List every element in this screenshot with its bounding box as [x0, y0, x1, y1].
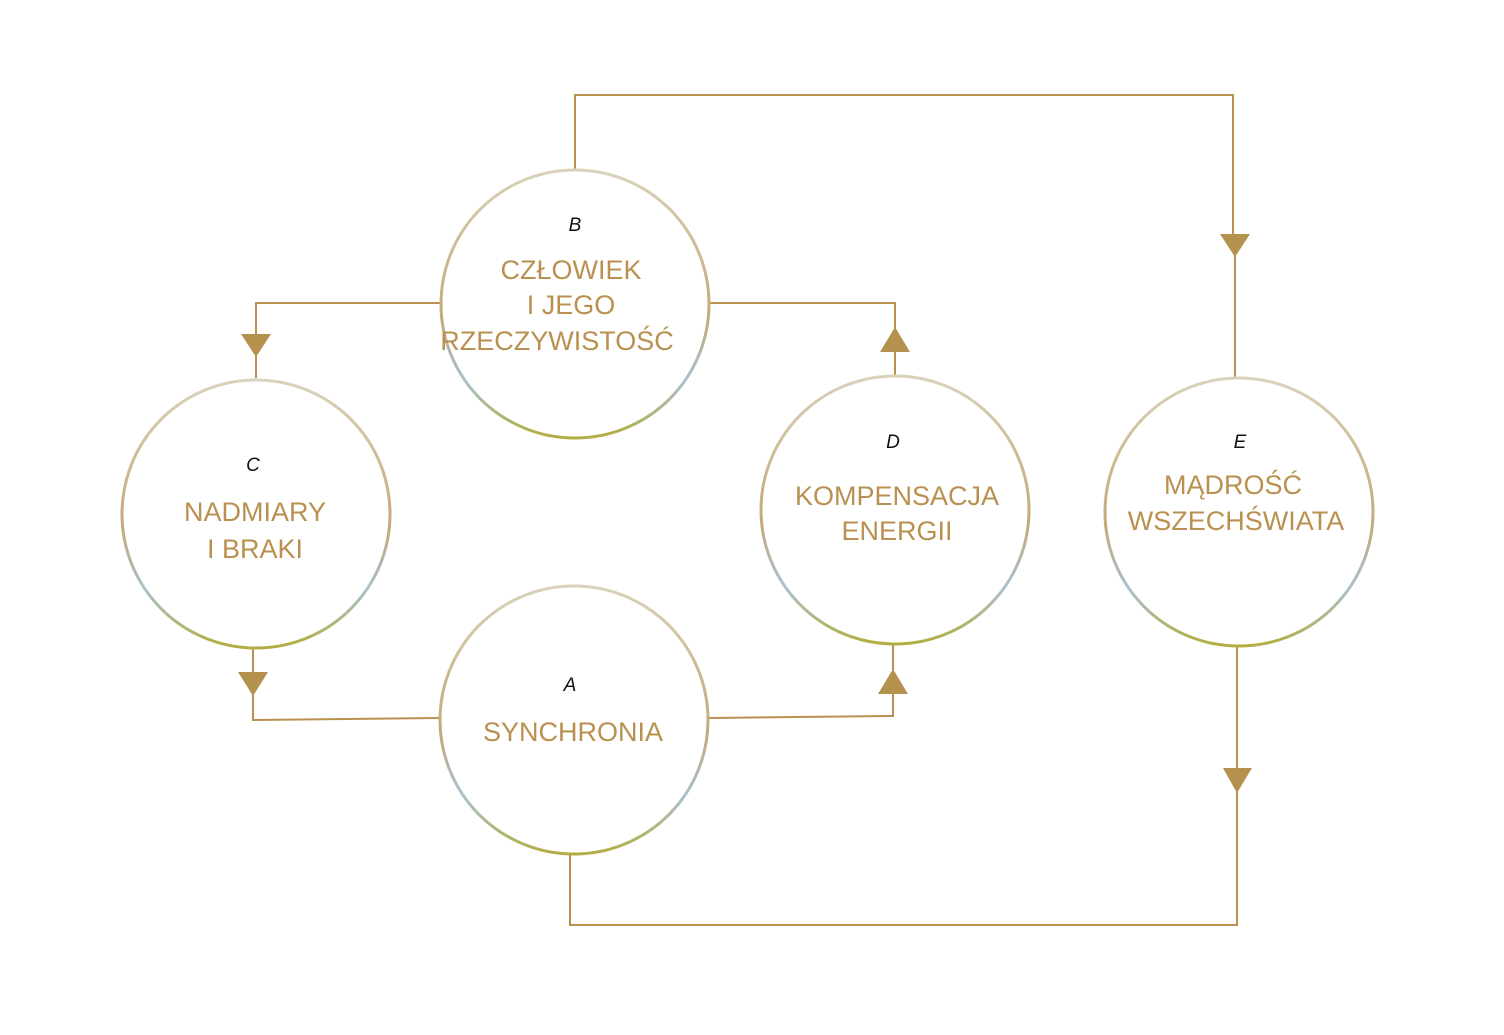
connector-c-a-stem — [252, 694, 440, 722]
connector-b-to-d — [709, 302, 896, 330]
node-a: A SYNCHRONIA — [438, 584, 710, 856]
node-e-label-line-2: WSZECHŚWIATA — [1128, 504, 1345, 536]
node-e: E MĄDROŚĆ WSZECHŚWIATA — [1103, 376, 1375, 648]
node-d-letter: D — [886, 432, 900, 453]
connector-b-to-c — [255, 302, 441, 334]
node-e-label-line-1: MĄDROŚĆ — [1164, 468, 1302, 500]
node-c-label-line-2: I BRAKI — [207, 534, 303, 564]
node-b-label-line-1: CZŁOWIEK — [500, 255, 641, 285]
connector-bottom-to-a — [569, 790, 1238, 926]
node-a-label-line-1: SYNCHRONIA — [483, 717, 663, 747]
arrows — [238, 234, 1252, 793]
node-c-label-line-1: NADMIARY — [184, 497, 326, 527]
node-b-circle — [439, 168, 711, 440]
node-e-circle — [1103, 376, 1375, 648]
node-c-circle — [120, 378, 392, 650]
arrowhead-down — [1223, 768, 1252, 793]
connector-a-to-d — [708, 693, 894, 719]
node-b: B CZŁOWIEK I JEGO RZECZYWISTOŚĆ — [439, 168, 711, 440]
connector-b-to-e — [574, 94, 1234, 234]
arrowhead-up — [880, 327, 910, 352]
node-a-letter: A — [563, 675, 577, 696]
connectors — [252, 94, 1238, 926]
node-e-letter: E — [1234, 432, 1247, 453]
arrowhead-down — [1220, 234, 1250, 257]
node-b-label-line-2: I JEGO — [527, 290, 616, 320]
node-b-letter: B — [569, 215, 582, 236]
node-d-circle — [759, 374, 1031, 646]
arrowhead-down — [238, 672, 268, 696]
node-d: D KOMPENSACJA ENERGII — [759, 374, 1031, 646]
node-a-circle — [438, 584, 710, 856]
arrowhead-down — [241, 334, 271, 357]
node-d-label-line-2: ENERGII — [841, 516, 952, 546]
node-b-label-line-3: RZECZYWISTOŚĆ — [440, 324, 674, 356]
node-d-label-line-1: KOMPENSACJA — [795, 481, 999, 511]
node-c: C NADMIARY I BRAKI — [120, 378, 392, 650]
node-c-letter: C — [246, 455, 260, 476]
arrowhead-up — [878, 669, 908, 694]
